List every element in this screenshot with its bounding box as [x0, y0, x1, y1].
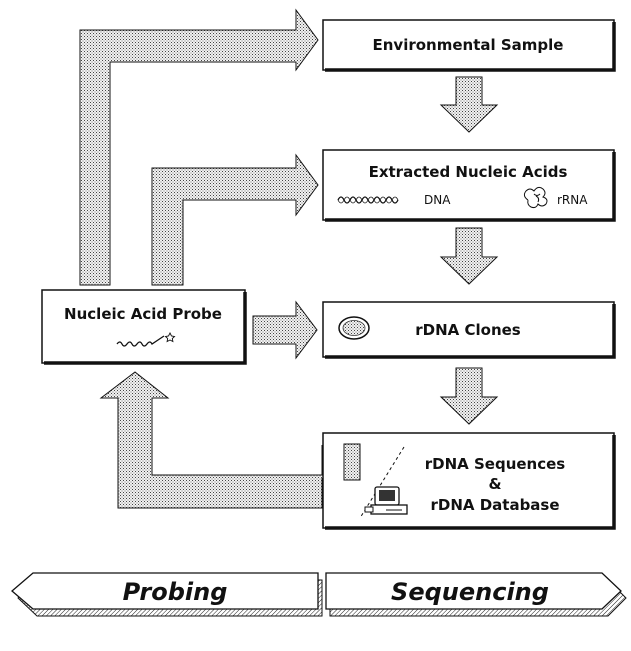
nucleic-acid-probe-title: Nucleic Acid Probe — [64, 305, 222, 323]
sequences-to-probe-arrow — [99, 371, 323, 509]
rdna-clones-box: rDNA Clones — [322, 301, 616, 359]
petri-dish-icon — [338, 316, 370, 340]
label-star-icon — [164, 331, 176, 343]
sequencing-banner: Sequencing — [325, 572, 627, 617]
computer-icon — [364, 486, 408, 515]
rdna-database-line: rDNA Database — [430, 496, 559, 514]
rdna-sequences-line1: rDNA Sequences — [425, 455, 566, 473]
down-arrow-2 — [439, 227, 499, 285]
dna-label: DNA — [424, 193, 451, 207]
nucleic-acid-probe-box: Nucleic Acid Probe — [41, 289, 247, 365]
probe-to-rdna-clones-arrow — [252, 300, 318, 360]
sequencing-gel-icon — [343, 443, 361, 481]
rdna-clones-title: rDNA Clones — [415, 321, 521, 339]
down-arrow-3 — [439, 367, 499, 425]
environmental-sample-box: Environmental Sample — [322, 19, 616, 72]
rdna-sequences-box: rDNA Sequences & rDNA Database — [322, 432, 616, 530]
probe-to-extracted-nucleic-acids-arrow — [151, 153, 319, 286]
probing-label: Probing — [123, 578, 228, 606]
probe-to-environmental-sample-arrow — [79, 8, 319, 286]
rrna-structure-icon — [523, 186, 548, 209]
down-arrow-1 — [439, 76, 499, 133]
extracted-nucleic-acids-title: Extracted Nucleic Acids — [369, 163, 568, 181]
extracted-nucleic-acids-box: Extracted Nucleic Acids DNA rRNA — [322, 149, 616, 222]
dashed-divider — [359, 446, 405, 519]
sequencing-label: Sequencing — [391, 578, 549, 606]
rrna-label: rRNA — [557, 193, 588, 207]
probe-strand-icon — [116, 335, 165, 347]
environmental-sample-title: Environmental Sample — [373, 36, 564, 54]
rdna-sequences-ampersand: & — [488, 475, 501, 493]
probing-banner: Probing — [11, 572, 323, 617]
